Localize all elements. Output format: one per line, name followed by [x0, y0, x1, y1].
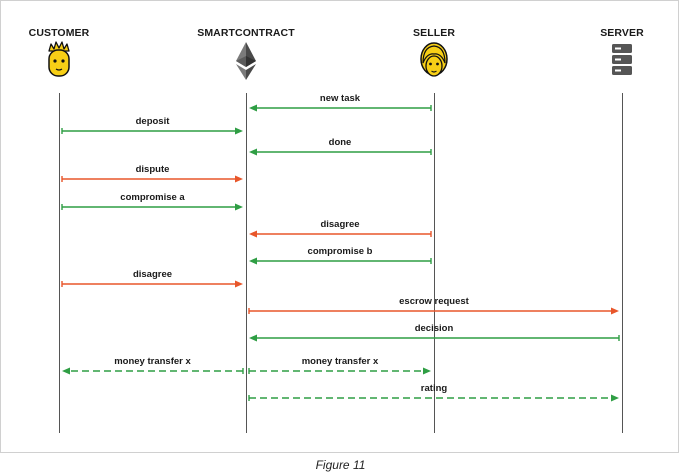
message-label-done: done	[328, 137, 352, 148]
message-label-compromise-b: compromise b	[307, 246, 373, 257]
message-label-deposit: deposit	[135, 116, 170, 127]
lifeline-server	[622, 93, 623, 433]
customer-face-icon	[48, 41, 70, 77]
message-arrow-head	[249, 104, 257, 112]
message-label-money-transfer-seller: money transfer x	[301, 356, 379, 367]
message-label-decision: decision	[414, 323, 454, 334]
message-arrow-head	[235, 280, 243, 288]
participant-customer-label: CUSTOMER	[28, 27, 90, 39]
message-label-escrow-request: escrow request	[399, 296, 469, 307]
diagram-frame: CUSTOMER SMARTCONTRACT SELLER SERVER	[0, 0, 679, 453]
lifeline-smartcontract	[246, 93, 247, 433]
ethereum-icon	[236, 42, 256, 80]
message-arrows	[61, 104, 620, 402]
message-label-dispute: dispute	[135, 164, 170, 175]
message-arrow-head	[62, 367, 70, 375]
seller-face-icon	[420, 42, 448, 77]
message-arrow-head	[249, 148, 257, 156]
lifeline-customer	[59, 93, 60, 433]
message-label-money-transfer-customer: money transfer x	[114, 356, 191, 367]
message-label-seller-disagree: disagree	[320, 219, 360, 230]
message-label-customer-disagree: disagree	[132, 269, 173, 280]
message-label-compromise-a: compromise a	[120, 192, 185, 203]
participant-smartcontract-label: SMARTCONTRACT	[197, 27, 295, 39]
message-arrow-head	[611, 394, 619, 402]
participant-server-label: SERVER	[600, 27, 644, 39]
message-label-rating: rating	[420, 383, 448, 394]
participant-seller-label: SELLER	[412, 27, 456, 39]
message-arrow-head	[611, 307, 619, 315]
message-label-new-task: new task	[319, 93, 361, 104]
figure-caption: Figure 11	[315, 458, 366, 472]
server-icon	[612, 44, 632, 75]
message-arrow-head	[249, 257, 257, 265]
message-arrow-head	[235, 175, 243, 183]
message-arrow-head	[249, 334, 257, 342]
message-arrow-head	[249, 230, 257, 238]
message-arrow-head	[423, 367, 431, 375]
lifeline-seller	[434, 93, 435, 433]
message-arrow-head	[235, 203, 243, 211]
message-arrow-head	[235, 127, 243, 135]
